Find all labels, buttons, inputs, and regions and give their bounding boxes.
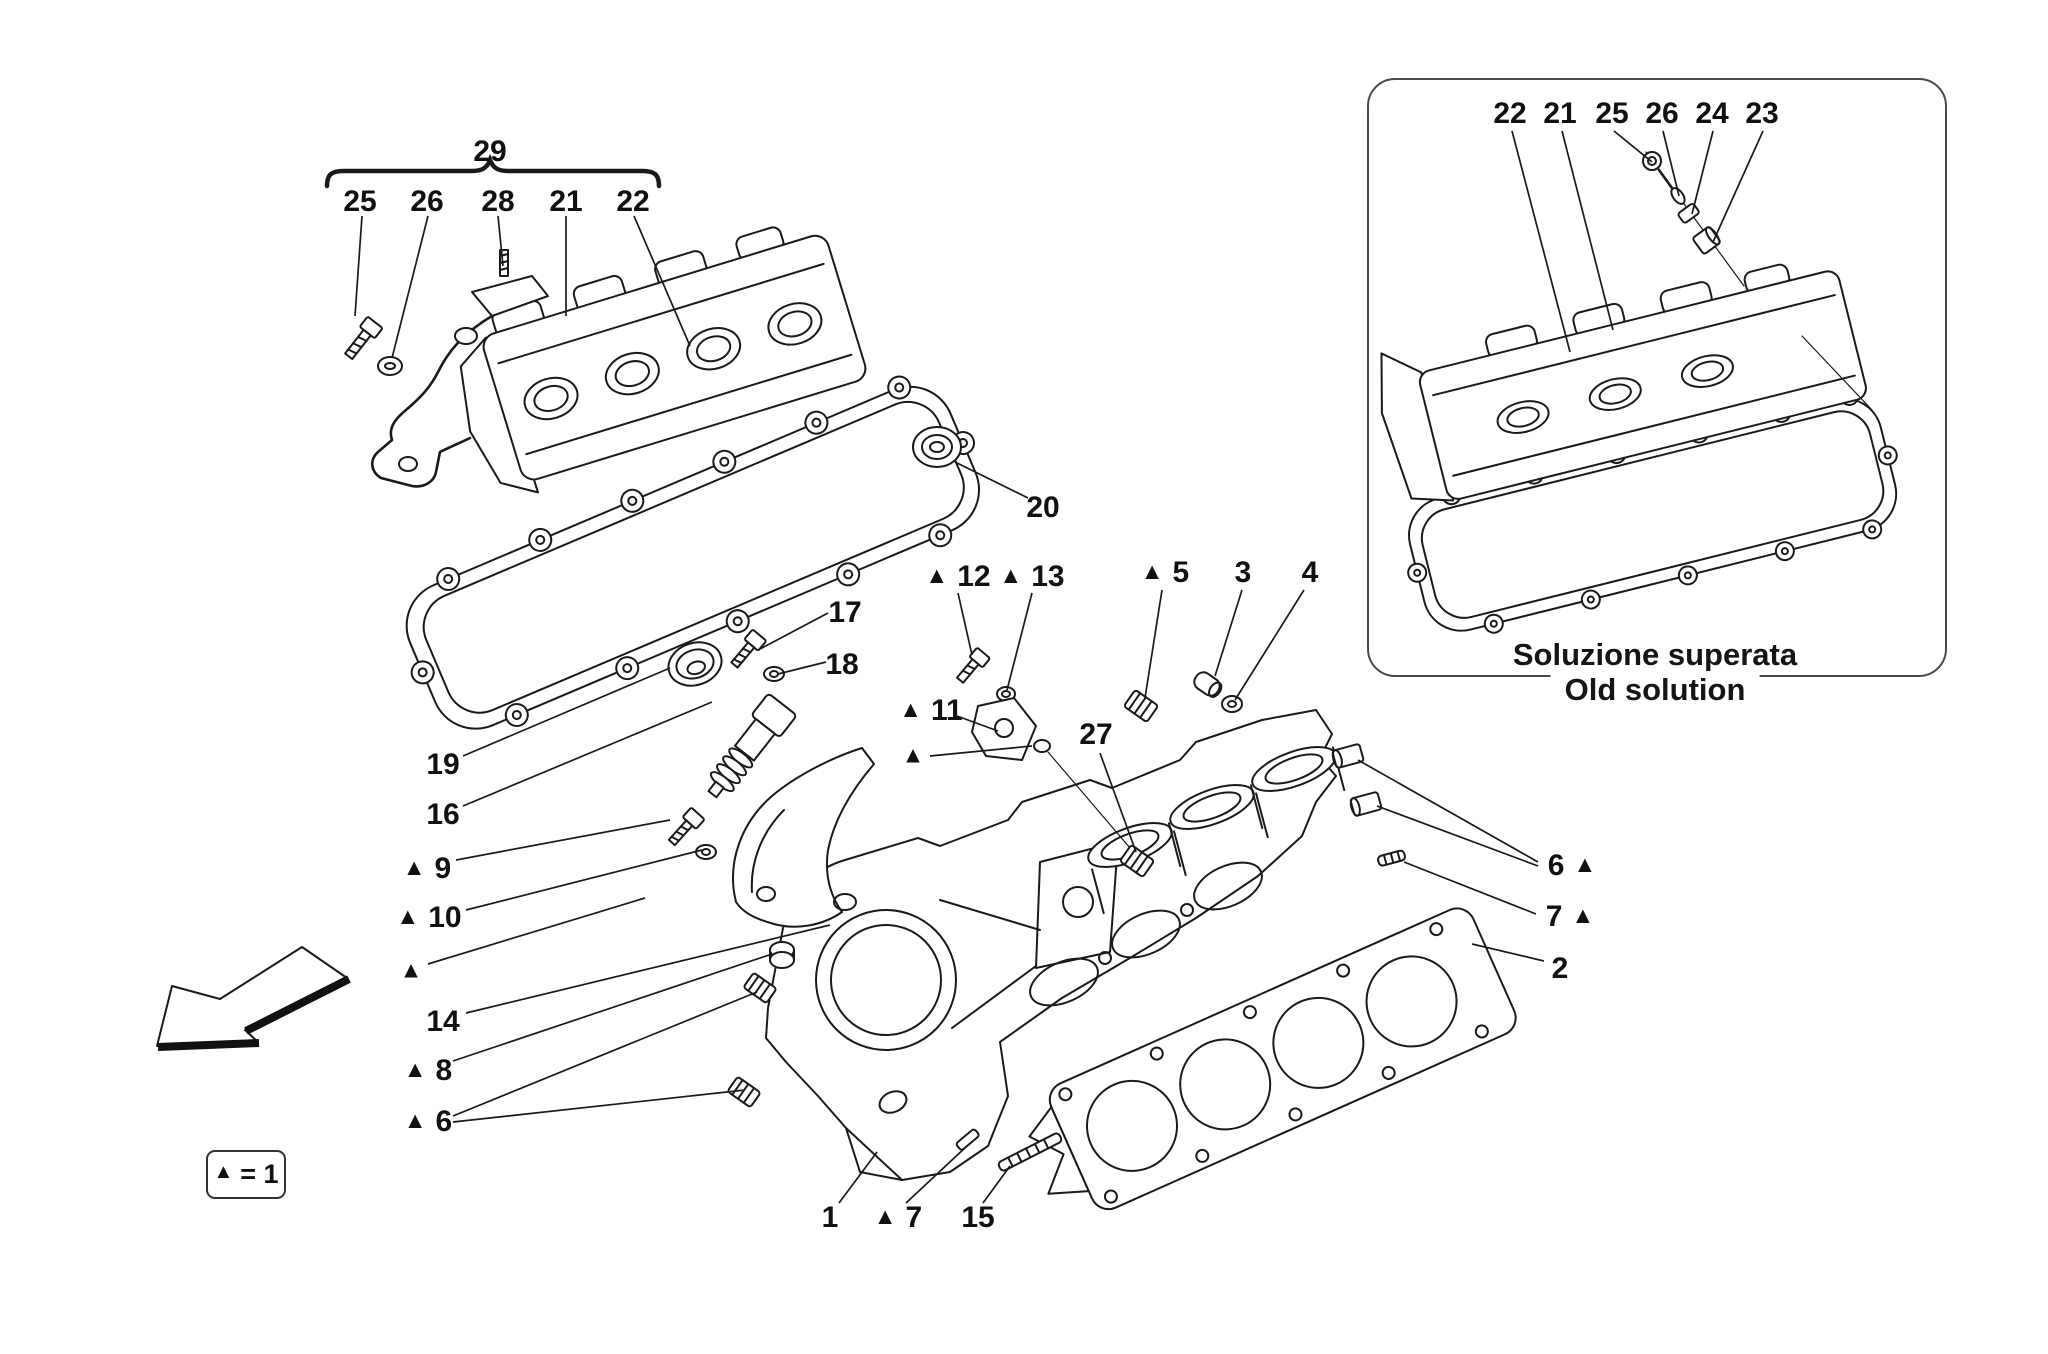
callout-5: ▲5: [1140, 556, 1190, 589]
chain-cover-plate-14: [732, 747, 875, 928]
callout-9: ▲9: [402, 852, 452, 885]
callout-7-bottom: ▲7: [873, 1201, 923, 1234]
inset-caption-italian: Soluzione superata: [1498, 636, 1812, 674]
brace-29: [324, 153, 662, 189]
washer-13: [996, 686, 1016, 702]
callout-12: ▲12: [925, 560, 991, 593]
callout-27: 27: [1079, 718, 1113, 751]
callout-13: ▲13: [999, 560, 1065, 593]
left-valve-cover: [459, 226, 867, 494]
callout-14: 14: [426, 1005, 460, 1038]
triangle-marker: ▲: [999, 561, 1023, 588]
triangle-marker: ▲: [1140, 557, 1164, 584]
triangle-marker: ▲: [925, 561, 949, 588]
callout-21: 21: [549, 185, 583, 218]
callout-3: 3: [1234, 556, 1252, 589]
pin-7-bottom: [955, 1128, 980, 1151]
callout-15: 15: [961, 1201, 995, 1234]
triangle-marker: ▲: [1571, 901, 1595, 928]
callout-7-right: 7▲: [1545, 900, 1595, 933]
inset-callout-26: 26: [1645, 97, 1679, 130]
bolt-12: [956, 647, 991, 684]
inset-caption-english: Old solution: [1550, 671, 1760, 709]
triangle-marker: ▲: [396, 902, 420, 929]
callout-29: 29: [473, 135, 507, 168]
callout-28: 28: [481, 185, 515, 218]
callout-6-right: 6▲: [1547, 849, 1597, 882]
threaded-plug-6b: [727, 1076, 761, 1108]
callout-18: 18: [825, 648, 859, 681]
callout-16: 16: [426, 798, 460, 831]
triangle-marker: ▲: [213, 1161, 234, 1183]
inset-callout-22: 22: [1493, 97, 1527, 130]
triangle-marker: ▲: [403, 1106, 427, 1133]
triangle-marker: ▲: [403, 1055, 427, 1082]
inset-callout-24: 24: [1695, 97, 1729, 130]
callout-4: 4: [1301, 556, 1319, 589]
plug-6-right-upper: [1331, 743, 1365, 769]
bolt-17: [730, 629, 767, 669]
triangle-marker: ▲: [399, 956, 423, 983]
callout-1: 1: [821, 1201, 839, 1234]
triangle-marker: ▲: [1573, 850, 1597, 877]
stud-15: [997, 1132, 1063, 1172]
washer-26: [377, 356, 403, 376]
camshaft-cap-19: [667, 641, 723, 687]
callout-22: 22: [616, 185, 650, 218]
callout-26: 26: [410, 185, 444, 218]
triangle-marker: ▲: [873, 1202, 897, 1229]
mounting-bracket-28: [371, 249, 549, 488]
inset-callout-21: 21: [1543, 97, 1577, 130]
cylinder-head: [765, 709, 1346, 1181]
callout-2: 2: [1551, 952, 1569, 985]
bolt-9: [667, 807, 705, 847]
inset-callout-23: 23: [1745, 97, 1779, 130]
threaded-plug-5: [1123, 689, 1159, 723]
washer-18: [763, 666, 785, 682]
callout-triangle-left: ▲: [399, 956, 423, 984]
inset-callout-25: 25: [1595, 97, 1629, 130]
sensor-bracket-11: [971, 697, 1131, 849]
washer-4: [1221, 695, 1243, 713]
washer-10: [695, 844, 717, 860]
triangle-marker: ▲: [402, 853, 426, 880]
plug-6-right-lower: [1349, 791, 1383, 817]
callout-20: 20: [1026, 491, 1060, 524]
left-cover-gasket: [405, 375, 981, 730]
callout-17: 17: [828, 596, 862, 629]
callout-25: 25: [343, 185, 377, 218]
callout-11: ▲11: [899, 694, 963, 727]
callout-6-left: ▲6: [403, 1105, 453, 1138]
dowel-pin-7: [1377, 849, 1406, 867]
callout-triangle-center: ▲: [901, 741, 925, 769]
plug-3: [1193, 671, 1223, 698]
callout-19: 19: [426, 748, 460, 781]
cap-plug-8: [769, 941, 795, 969]
inset-valve-cover: [1380, 263, 1867, 502]
direction-arrow: [156, 946, 351, 1051]
bolt-25: [344, 316, 383, 361]
callout-10: ▲10: [396, 901, 462, 934]
triangle-marker: ▲: [901, 741, 925, 768]
callout-8: ▲8: [403, 1054, 453, 1087]
leader-lines: [354, 130, 1764, 1204]
threaded-plug-27: [1119, 844, 1155, 878]
vvt-solenoid-16: [707, 693, 797, 799]
grommet-20: [912, 426, 962, 468]
legend-text: = 1: [240, 1159, 279, 1189]
triangle-marker: ▲: [899, 695, 923, 722]
legend-box: ▲ = 1: [206, 1150, 286, 1199]
head-gasket-2: [1028, 907, 1517, 1211]
